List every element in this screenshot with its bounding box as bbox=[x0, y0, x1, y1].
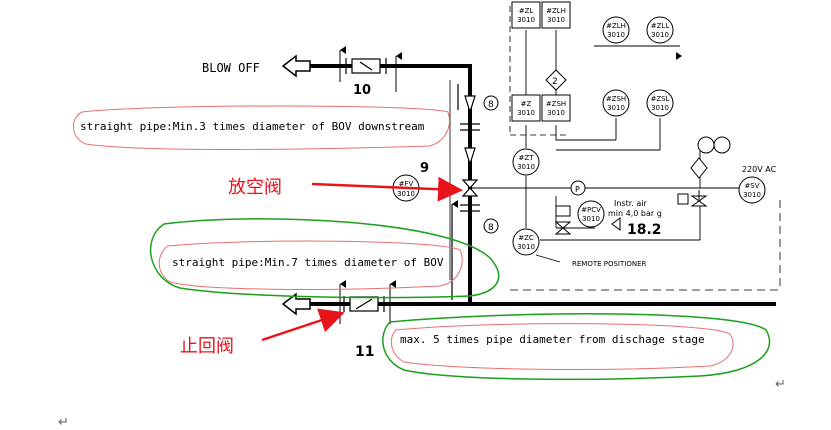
annot-arrow-check bbox=[261, 308, 345, 342]
svg-text:3010: 3010 bbox=[397, 190, 415, 198]
remote-positioner-label: REMOTE POSITIONER bbox=[572, 260, 647, 268]
tag-sv: #SV bbox=[744, 182, 759, 190]
svg-text:3010: 3010 bbox=[607, 104, 625, 112]
tag-zt: #ZT bbox=[519, 154, 535, 162]
svg-text:3010: 3010 bbox=[651, 31, 669, 39]
annot-arrow-vent bbox=[311, 176, 463, 202]
svg-text:3010: 3010 bbox=[547, 16, 565, 24]
item-10-label: 10 bbox=[353, 83, 371, 98]
flag-marks bbox=[340, 46, 682, 288]
discharge-arrow bbox=[281, 292, 311, 316]
red-outline-2 bbox=[158, 240, 463, 290]
return-mark-right: ↵ bbox=[775, 377, 786, 392]
pressure-value: 18.2 bbox=[627, 222, 662, 238]
instrument-circles bbox=[392, 16, 766, 256]
tag-z: #Z bbox=[521, 100, 532, 108]
svg-text:3010: 3010 bbox=[743, 191, 761, 199]
note-7-times: straight pipe:Min.7 times diameter of BO… bbox=[172, 256, 444, 269]
circle-8-bottom: 8 bbox=[488, 223, 494, 233]
diamond-2: 2 bbox=[552, 77, 558, 87]
tag-zsh: #ZSH bbox=[546, 100, 566, 108]
vent-valve-label: 放空阀 bbox=[228, 177, 282, 198]
svg-text:3010: 3010 bbox=[517, 16, 535, 24]
svg-text:3010: 3010 bbox=[547, 109, 565, 117]
tag-zl: #ZL bbox=[519, 7, 534, 15]
green-outline-2 bbox=[382, 313, 771, 381]
vertical-valves bbox=[451, 84, 480, 300]
p-mark: P bbox=[575, 185, 580, 194]
tag-zll: #ZLL bbox=[651, 22, 670, 30]
tag-zlh: #ZLH bbox=[546, 7, 566, 15]
solenoid-valve bbox=[677, 157, 708, 207]
svg-text:3010: 3010 bbox=[607, 31, 625, 39]
green-outline-1 bbox=[149, 218, 500, 299]
power-label: 220V AC bbox=[742, 165, 777, 174]
note-5-times: max. 5 times pipe diameter from dischage… bbox=[400, 333, 705, 346]
red-outline-1 bbox=[73, 105, 450, 150]
svg-text:3010: 3010 bbox=[517, 109, 535, 117]
item-9-label: 9 bbox=[420, 161, 429, 176]
blow-off-arrow bbox=[281, 54, 311, 78]
circle-8-top: 8 bbox=[488, 100, 494, 110]
instr-air-label: Instr. air bbox=[614, 199, 648, 208]
item-11-label: 11 bbox=[355, 344, 374, 360]
tag-zsh2: #ZSH bbox=[606, 95, 626, 103]
note-bov-downstream: straight pipe:Min.3 times diameter of BO… bbox=[80, 120, 425, 133]
tag-zsl: #ZSL bbox=[650, 95, 669, 103]
pcv-regulator bbox=[554, 205, 621, 235]
blow-off-label: BLOW OFF bbox=[202, 61, 260, 75]
tag-pcv: #PCV bbox=[581, 206, 601, 214]
check-valve-label: 止回阀 bbox=[180, 336, 234, 357]
tag-zc: #ZC bbox=[518, 234, 534, 242]
instrument-tags: #ZL 3010 #ZLH 3010 #ZLH 3010 #ZLL 3010 #… bbox=[397, 7, 761, 251]
instr-air-pressure: min 4,0 bar g bbox=[608, 209, 662, 218]
tag-fv: #FV bbox=[399, 180, 414, 188]
silencer bbox=[339, 50, 397, 92]
svg-text:3010: 3010 bbox=[517, 243, 535, 251]
red-outline-3 bbox=[390, 323, 734, 370]
return-mark-bottom: ↵ bbox=[58, 415, 69, 430]
tag-zlh2: #ZLH bbox=[606, 22, 626, 30]
svg-text:3010: 3010 bbox=[582, 215, 600, 223]
svg-text:3010: 3010 bbox=[651, 104, 669, 112]
signal-lines bbox=[470, 30, 740, 263]
svg-text:3010: 3010 bbox=[517, 163, 535, 171]
top-boxes bbox=[511, 1, 571, 122]
